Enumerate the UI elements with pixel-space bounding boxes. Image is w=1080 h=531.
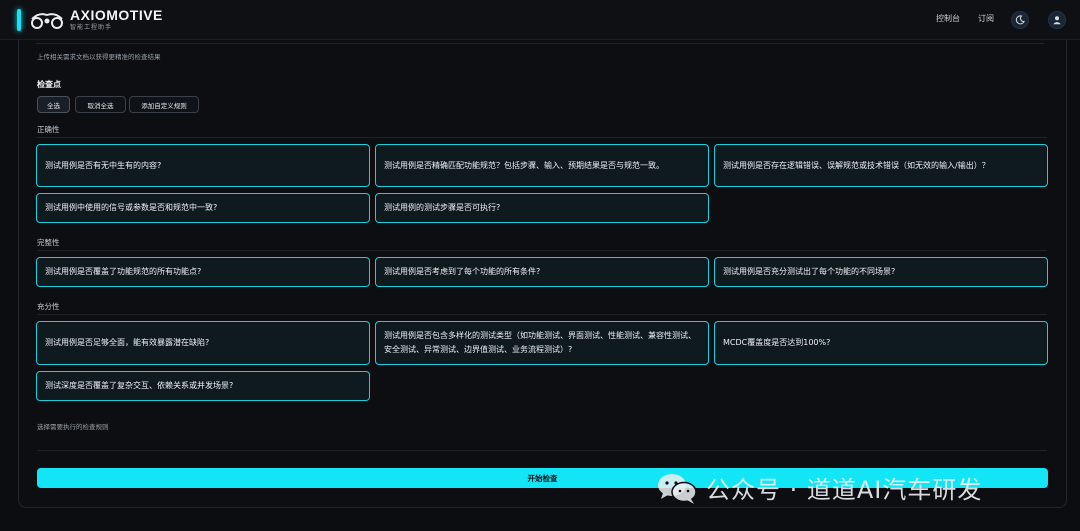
- category-divider: [37, 137, 1047, 138]
- accent-bar: [17, 9, 21, 31]
- divider: [37, 450, 1047, 451]
- upload-hint: 上传相关需求文档以获得更精准的检查结果: [37, 53, 161, 61]
- checkpoints-label: 检查点: [37, 80, 61, 89]
- checkpoint-card[interactable]: 测试用例是否存在逻辑错误、误解规范或技术错误（如无效的输入/输出）？: [714, 144, 1048, 187]
- theme-toggle-button[interactable]: [1011, 11, 1029, 29]
- brand-subtitle: 智能工程助手: [70, 24, 113, 31]
- top-bar: AXIOMOTIVE 智能工程助手 控制台 订阅: [0, 0, 1080, 40]
- nav-subscribe-link[interactable]: 订阅: [978, 14, 994, 23]
- logo-icon: [31, 13, 63, 29]
- divider: [36, 43, 1044, 44]
- checkpoint-card[interactable]: 测试用例是否充分测试出了每个功能的不同场景?: [714, 257, 1048, 287]
- category-title-completeness: 完整性: [37, 238, 60, 247]
- category-divider: [37, 250, 1047, 251]
- category-divider: [37, 314, 1047, 315]
- checkpoint-card[interactable]: 测试用例是否有无中生有的内容?: [36, 144, 370, 187]
- brand-name: AXIOMOTIVE: [70, 7, 163, 23]
- checkpoint-card[interactable]: 测试用例是否足够全面，能有效暴露潜在缺陷?: [36, 321, 370, 365]
- checkpoint-card[interactable]: 测试用例是否覆盖了功能规范的所有功能点?: [36, 257, 370, 287]
- select-rules-hint: 选择需要执行的检查规则: [37, 423, 109, 431]
- category-title-correctness: 正确性: [37, 125, 60, 134]
- checkpoint-card[interactable]: 测试用例是否包含多样化的测试类型（如功能测试、界面测试、性能测试、兼容性测试、安…: [375, 321, 709, 365]
- moon-icon: [1015, 15, 1025, 25]
- user-avatar-button[interactable]: [1048, 11, 1066, 29]
- watermark: 公众号 · 道道AI汽车研发: [656, 470, 982, 505]
- start-check-button[interactable]: 开始检查: [37, 468, 1048, 488]
- nav-dashboard-link[interactable]: 控制台: [936, 14, 960, 23]
- watermark-text: 公众号 · 道道AI汽车研发: [706, 476, 983, 504]
- deselect-all-button[interactable]: 取消全选: [75, 96, 126, 113]
- checkpoint-card[interactable]: 测试用例的测试步骤是否可执行?: [375, 193, 709, 223]
- select-all-button[interactable]: 全选: [37, 96, 70, 113]
- user-icon: [1053, 16, 1061, 25]
- wechat-icon: [658, 473, 697, 504]
- checkpoint-card[interactable]: 测试深度是否覆盖了复杂交互、依赖关系或并发场景?: [36, 371, 370, 401]
- brand: AXIOMOTIVE 智能工程助手: [70, 7, 163, 32]
- checkpoint-card[interactable]: 测试用例是否考虑到了每个功能的所有条件?: [375, 257, 709, 287]
- category-title-sufficiency: 充分性: [37, 302, 60, 311]
- checkpoint-card[interactable]: 测试用例中使用的信号或参数是否和规范中一致?: [36, 193, 370, 223]
- checkpoint-card[interactable]: MCDC覆盖度是否达到100%?: [714, 321, 1048, 365]
- add-custom-rule-button[interactable]: 添加自定义规则: [129, 96, 199, 113]
- checkpoint-card[interactable]: 测试用例是否精确匹配功能规范？包括步骤、输入、预期结果是否与规范一致。: [375, 144, 709, 187]
